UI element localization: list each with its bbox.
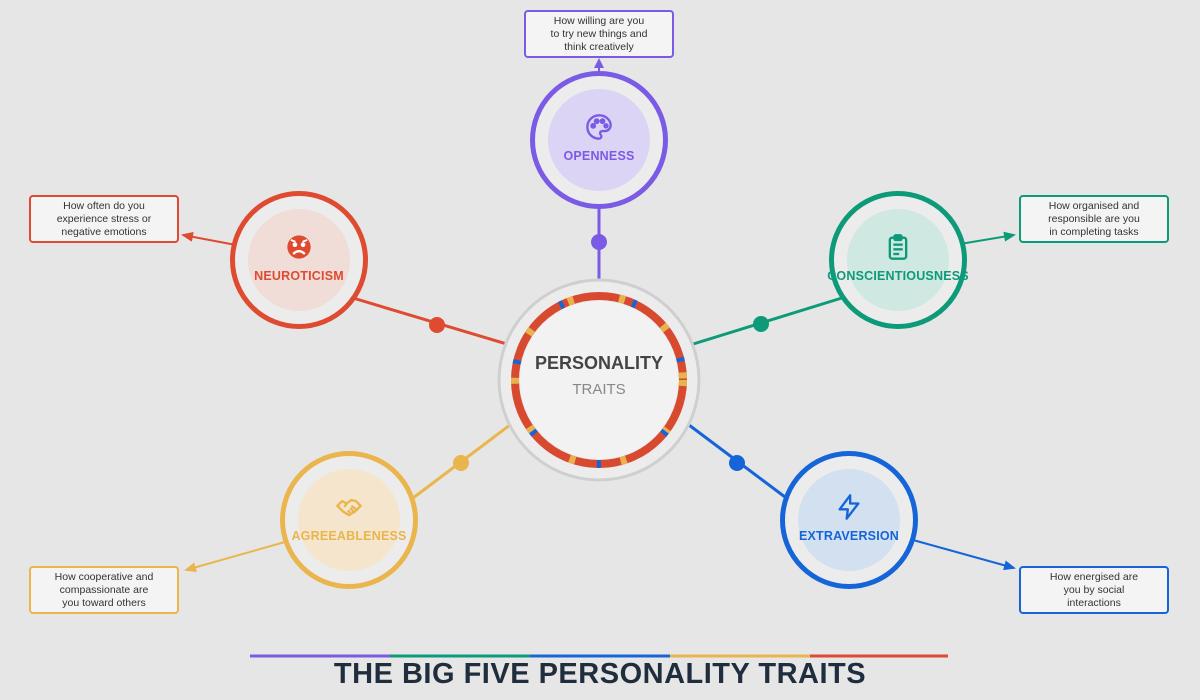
trait-inner <box>548 89 650 191</box>
center-ring-yellow <box>511 292 687 468</box>
clipboard-icon <box>888 234 908 260</box>
trait-label: OPENNESS <box>563 149 635 163</box>
trait-conscientiousness: CONSCIENTIOUSNESS <box>827 191 969 329</box>
arrow-extraversion <box>912 539 1016 571</box>
handshake-icon <box>336 498 362 517</box>
description-agreeableness: How cooperative and compassionate are yo… <box>29 566 179 614</box>
page-title: THE BIG FIVE PERSONALITY TRAITS <box>333 658 867 690</box>
arrow-agreeableness <box>184 541 286 573</box>
lightning-icon <box>838 494 860 520</box>
trait-extraversion: EXTRAVERSION <box>780 451 918 589</box>
spoke-dot-agreeableness <box>453 455 469 471</box>
trait-inner <box>847 209 949 311</box>
trait-neuroticism: NEUROTICISM <box>230 191 368 329</box>
description-conscientiousness: How organised and responsible are you in… <box>1019 195 1169 243</box>
trait-label: AGREEABLENESS <box>291 529 407 543</box>
center-subtitle: TRAITS <box>572 381 626 398</box>
trait-inner <box>298 469 400 571</box>
trait-label: EXTRAVERSION <box>798 529 900 543</box>
worried-face-icon <box>287 235 311 259</box>
spoke-dot-neuroticism <box>429 317 445 333</box>
trait-label: NEUROTICISM <box>254 269 344 283</box>
description-neuroticism: How often do you experience stress or ne… <box>29 195 179 243</box>
description-extraversion: How energised are you by social interact… <box>1019 566 1169 614</box>
trait-inner <box>798 469 900 571</box>
spoke-dot-openness <box>591 234 607 250</box>
palette-icon <box>586 114 612 140</box>
spoke-dot-extraversion <box>729 455 745 471</box>
arrow-conscientiousness <box>959 231 1016 245</box>
center-inner-circle <box>520 301 678 459</box>
center-ring-blue <box>511 292 687 468</box>
description-openness: How willing are you to try new things an… <box>524 10 674 58</box>
trait-inner <box>248 209 350 311</box>
arrow-neuroticism <box>181 231 237 246</box>
center-title: PERSONALITY <box>534 353 663 373</box>
trait-label: CONSCIENTIOUSNESS <box>827 269 969 283</box>
spoke-dot-conscientiousness <box>753 316 769 332</box>
trait-agreeableness: AGREEABLENESS <box>280 451 418 589</box>
trait-openness: OPENNESS <box>530 71 668 209</box>
